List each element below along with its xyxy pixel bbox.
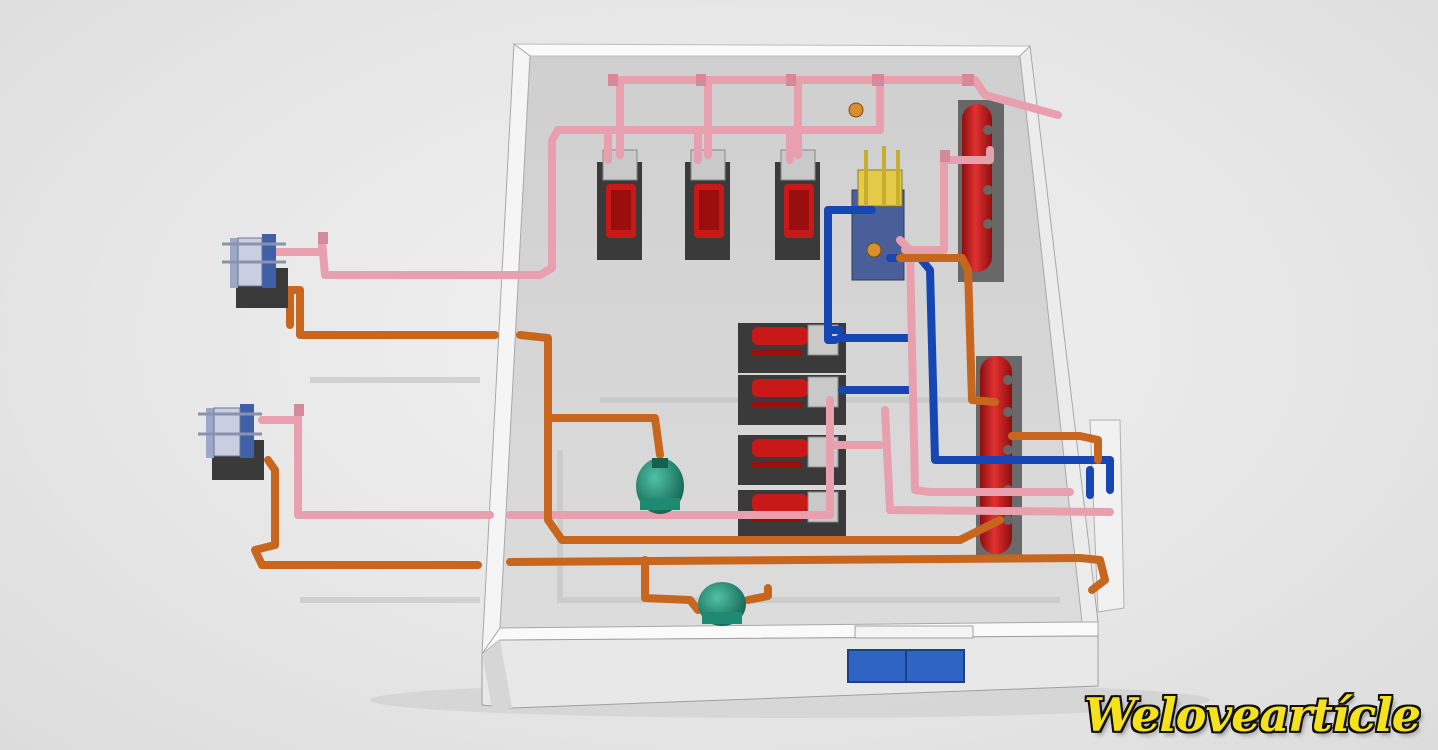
heat-exchanger-lower[interactable]	[198, 404, 264, 480]
back-wall-top	[512, 43, 1031, 57]
pipe-fittings	[294, 74, 974, 416]
header-tanks	[958, 100, 1022, 556]
watermark-logo: Weloveartícle	[1084, 688, 1421, 742]
valve-mid[interactable]	[866, 242, 882, 258]
boiler-1[interactable]	[597, 149, 642, 260]
boiler-2[interactable]	[685, 149, 730, 260]
pump-1[interactable]	[636, 458, 684, 514]
pump-2[interactable]	[698, 582, 746, 626]
valve-top[interactable]	[848, 102, 864, 118]
supply-pipes	[258, 76, 1114, 519]
return-pipes	[251, 254, 1109, 614]
header-tank-upper[interactable]	[958, 100, 1004, 282]
heat-exchanger-upper[interactable]	[222, 234, 288, 308]
boilers	[597, 149, 820, 260]
valves	[848, 102, 882, 258]
door-frame	[854, 625, 974, 639]
heat-exchangers	[198, 234, 288, 480]
boiler-3[interactable]	[775, 149, 820, 260]
pumps	[636, 458, 746, 626]
front-wall-left-face	[482, 640, 512, 708]
control-skid[interactable]	[851, 146, 905, 281]
